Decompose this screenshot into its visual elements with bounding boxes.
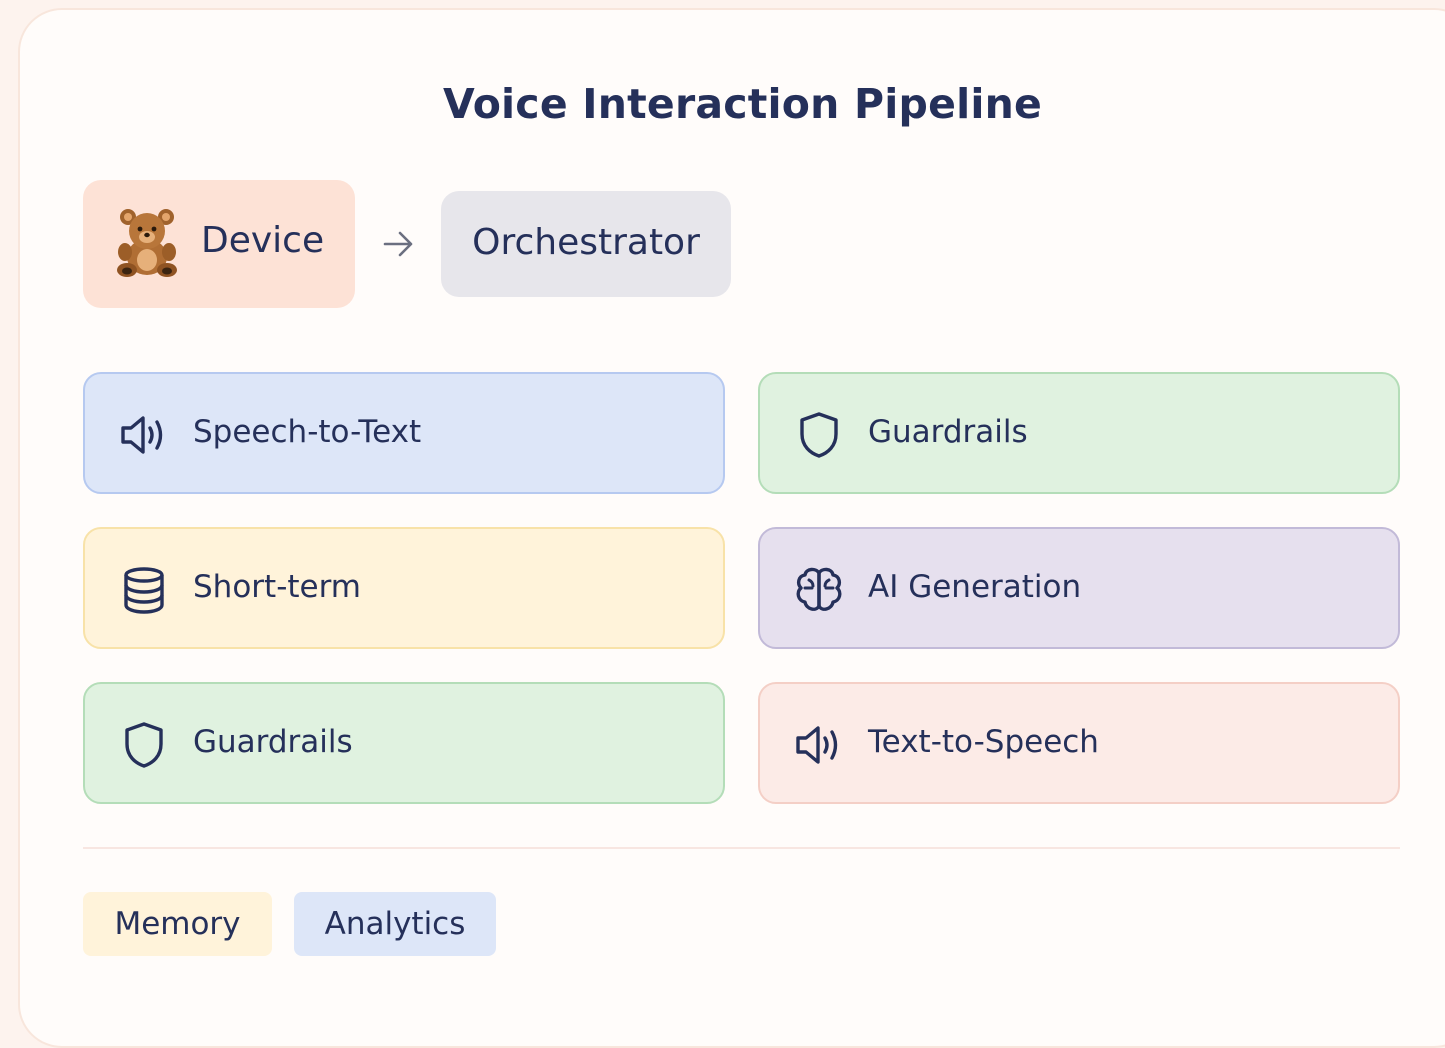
legend-chip-analytics: Analytics bbox=[294, 892, 496, 956]
node-label: AI Generation bbox=[868, 569, 1082, 605]
legend-divider bbox=[83, 847, 1400, 849]
text-to-speech-node: Text-to-Speech bbox=[758, 682, 1400, 804]
node-label: Guardrails bbox=[868, 414, 1028, 450]
orchestrator-label: Orchestrator bbox=[472, 222, 700, 263]
speaker-icon bbox=[121, 416, 163, 454]
ai-generation-node: AI Generation bbox=[758, 527, 1400, 649]
node-label: Speech-to-Text bbox=[193, 414, 422, 450]
device-node: Device bbox=[83, 180, 355, 308]
database-icon bbox=[124, 567, 164, 614]
brain-icon bbox=[796, 567, 842, 611]
node-label: Short-term bbox=[193, 569, 362, 605]
node-label: Guardrails bbox=[193, 724, 353, 760]
shield-icon bbox=[125, 722, 163, 768]
orchestrator-node: Orchestrator bbox=[441, 191, 731, 297]
speech-to-text-node: Speech-to-Text bbox=[83, 372, 725, 494]
arrow-right-icon bbox=[383, 231, 413, 257]
guardrails-node-output: Guardrails bbox=[83, 682, 725, 804]
speaker-icon bbox=[796, 726, 838, 764]
device-label: Device bbox=[201, 220, 325, 261]
short-term-memory-node: Short-term bbox=[83, 527, 725, 649]
teddy-bear-icon bbox=[117, 209, 177, 277]
node-label: Text-to-Speech bbox=[868, 724, 1099, 760]
guardrails-node-input: Guardrails bbox=[758, 372, 1400, 494]
shield-icon bbox=[800, 412, 838, 458]
legend-chip-memory: Memory bbox=[83, 892, 272, 956]
diagram-title: Voice Interaction Pipeline bbox=[443, 80, 1042, 128]
